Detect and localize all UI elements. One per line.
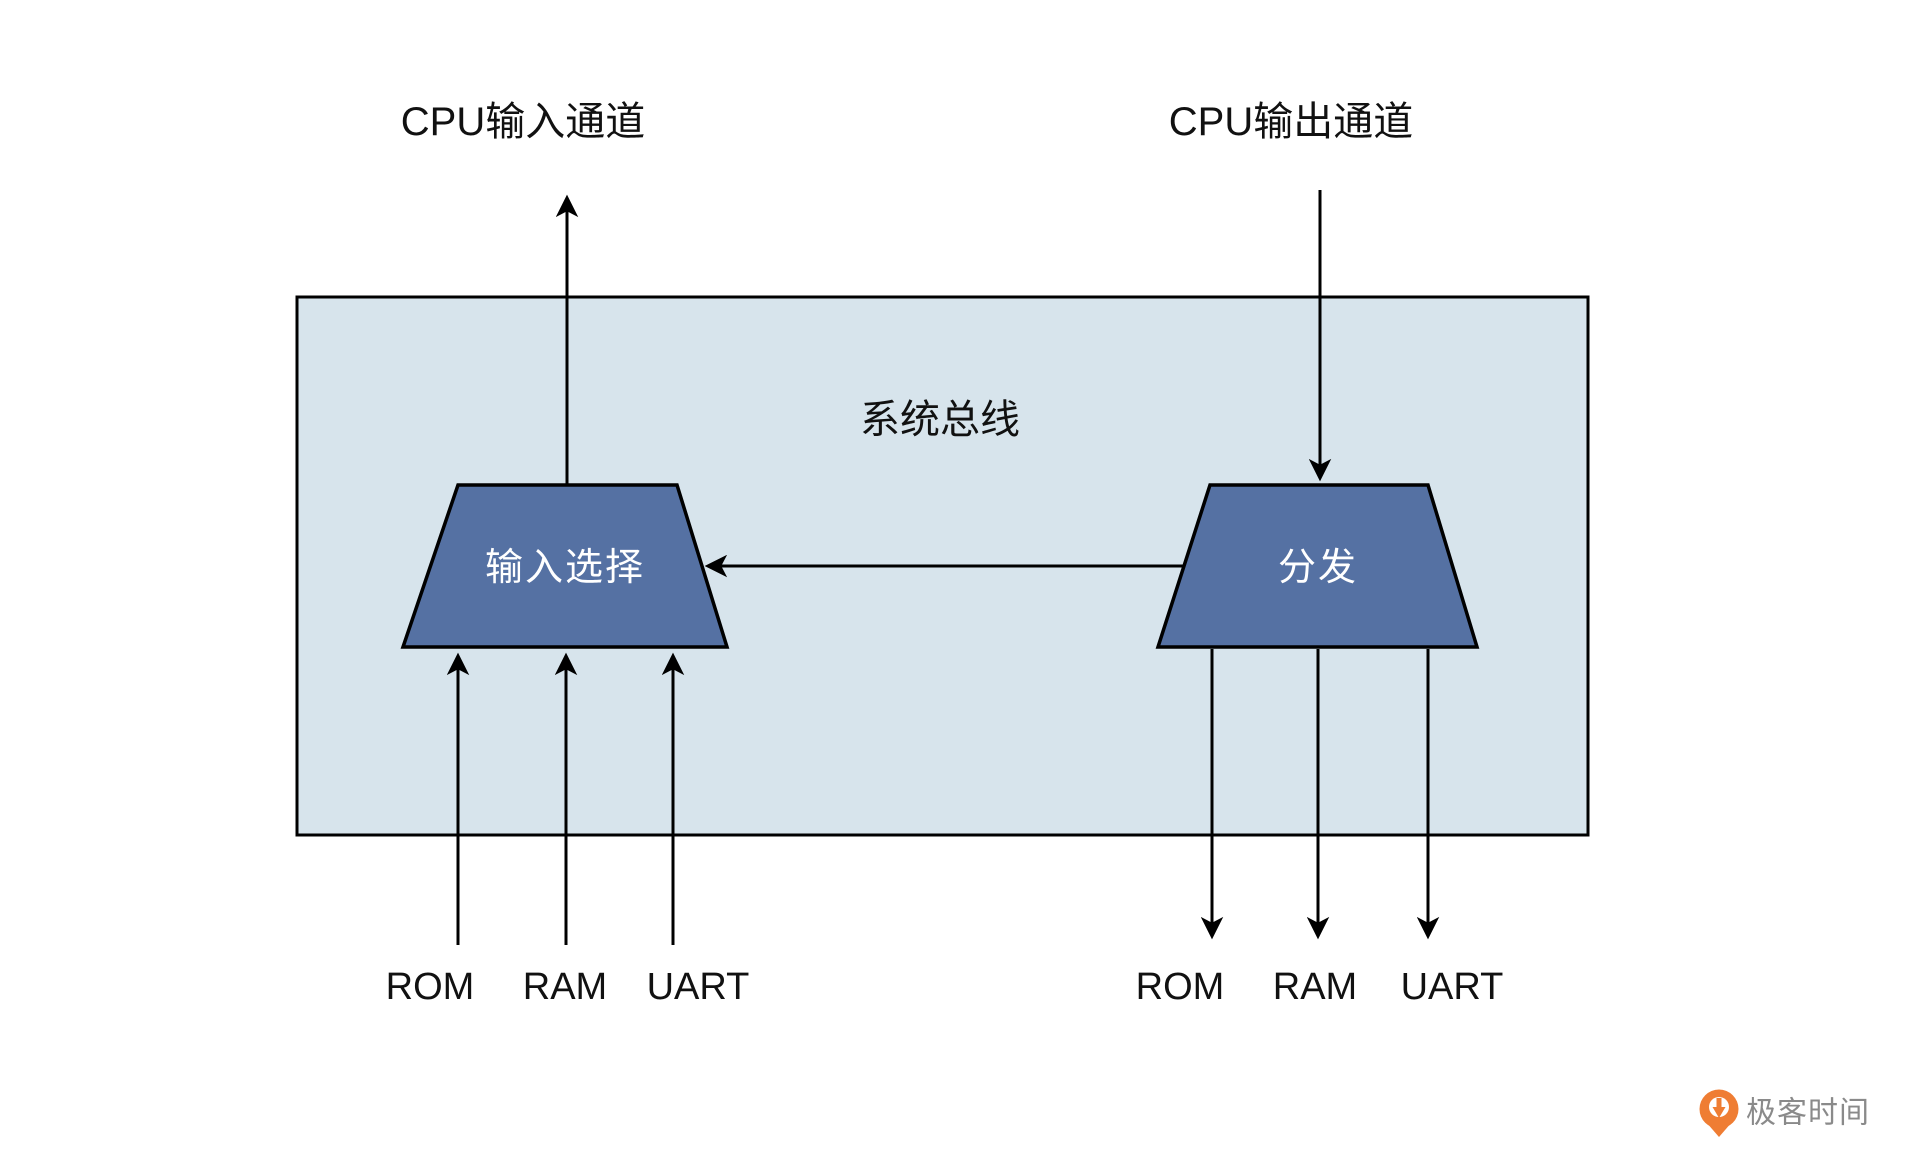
geektime-logo-arrow-stem — [1716, 1098, 1722, 1109]
input-selector-label: 输入选择 — [485, 547, 645, 589]
geektime-brand-text: 极客时间 — [1746, 1097, 1870, 1130]
input-source-label-rom: ROM — [386, 966, 475, 1008]
distributor-label: 分发 — [1278, 547, 1358, 589]
distributor-trapezoid — [1155, 483, 1480, 649]
cpu-input-channel-label: CPU输入通道 — [401, 100, 645, 144]
geektime-logo-pin-tail — [1706, 1122, 1732, 1137]
geektime-logo-arrow-icon — [1712, 1107, 1726, 1118]
output-target-label-uart: UART — [1401, 966, 1504, 1008]
output-target-label-rom: ROM — [1136, 966, 1225, 1008]
input-source-label-uart: UART — [647, 966, 750, 1008]
geektime-logo: 极客时间 — [1699, 1089, 1870, 1137]
output-target-label-ram: RAM — [1273, 966, 1357, 1008]
input-source-label-ram: RAM — [523, 966, 607, 1008]
input-selector-trapezoid — [400, 483, 730, 649]
cpu-output-channel-label: CPU输出通道 — [1169, 100, 1413, 144]
system-bus-label: 系统总线 — [860, 398, 1020, 442]
